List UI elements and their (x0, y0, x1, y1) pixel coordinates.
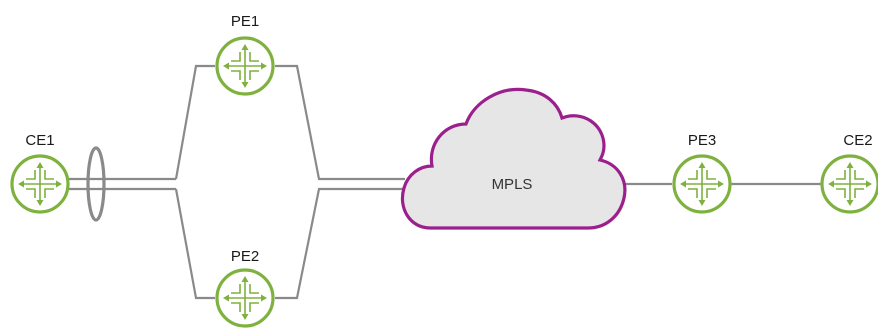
link-pe1-mpls (275, 64, 405, 181)
router-pe2[interactable] (215, 268, 275, 328)
mpls-label: MPLS (492, 176, 533, 193)
router-icon (10, 154, 70, 214)
router-ce1[interactable] (10, 154, 70, 214)
router-icon (672, 154, 732, 214)
label-pe3: PE3 (688, 132, 716, 149)
link-ce1-pe1 (174, 64, 215, 180)
link-pe2-mpls (275, 187, 405, 300)
link-bundle-ellipse (86, 146, 106, 222)
router-pe1[interactable] (215, 36, 275, 96)
router-icon (215, 36, 275, 96)
label-pe1: PE1 (231, 13, 259, 30)
router-ce2[interactable] (820, 154, 878, 214)
link-ce1-pe2 (174, 188, 215, 300)
router-icon (215, 268, 275, 328)
label-pe2: PE2 (231, 248, 259, 265)
label-ce2: CE2 (843, 132, 872, 149)
label-ce1: CE1 (25, 132, 54, 149)
links (66, 64, 826, 300)
router-pe3[interactable] (672, 154, 732, 214)
router-icon (820, 154, 878, 214)
mpls-cloud: MPLS (400, 87, 627, 230)
